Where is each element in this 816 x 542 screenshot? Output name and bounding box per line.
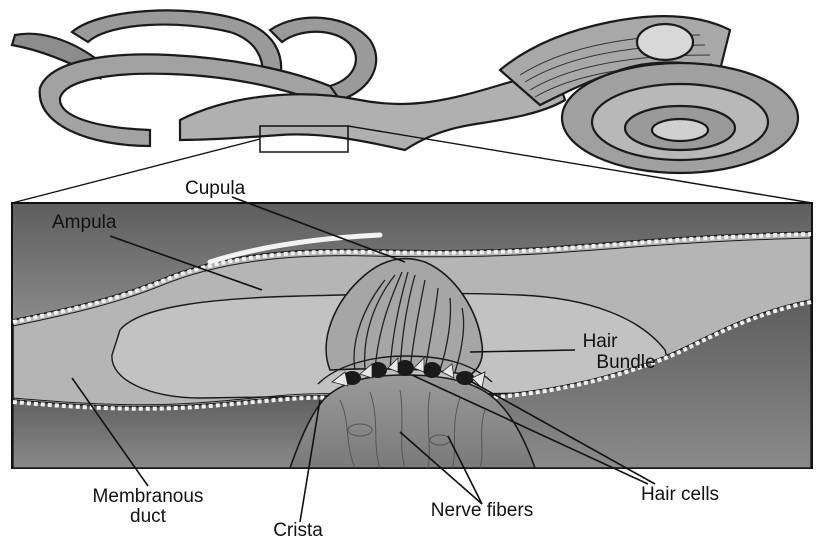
labyrinth-overview <box>12 10 798 173</box>
label-hair-bundle-2: Bundle <box>596 352 655 373</box>
label-cupula: Cupula <box>185 178 246 199</box>
label-ampula: Ampula <box>52 212 117 233</box>
label-membranous-duct-2: duct <box>130 506 167 527</box>
label-nerve-fibers: Nerve fibers <box>431 500 533 521</box>
label-hair-cells: Hair cells <box>641 484 719 505</box>
label-membranous-duct-1: Membranous <box>93 486 204 507</box>
label-hair-bundle-1: Hair <box>583 331 619 352</box>
label-crista: Crista <box>273 520 323 541</box>
ganglion <box>637 24 693 60</box>
cochlea <box>562 63 798 173</box>
ampulla-section <box>12 203 812 468</box>
vestibule <box>180 79 565 150</box>
